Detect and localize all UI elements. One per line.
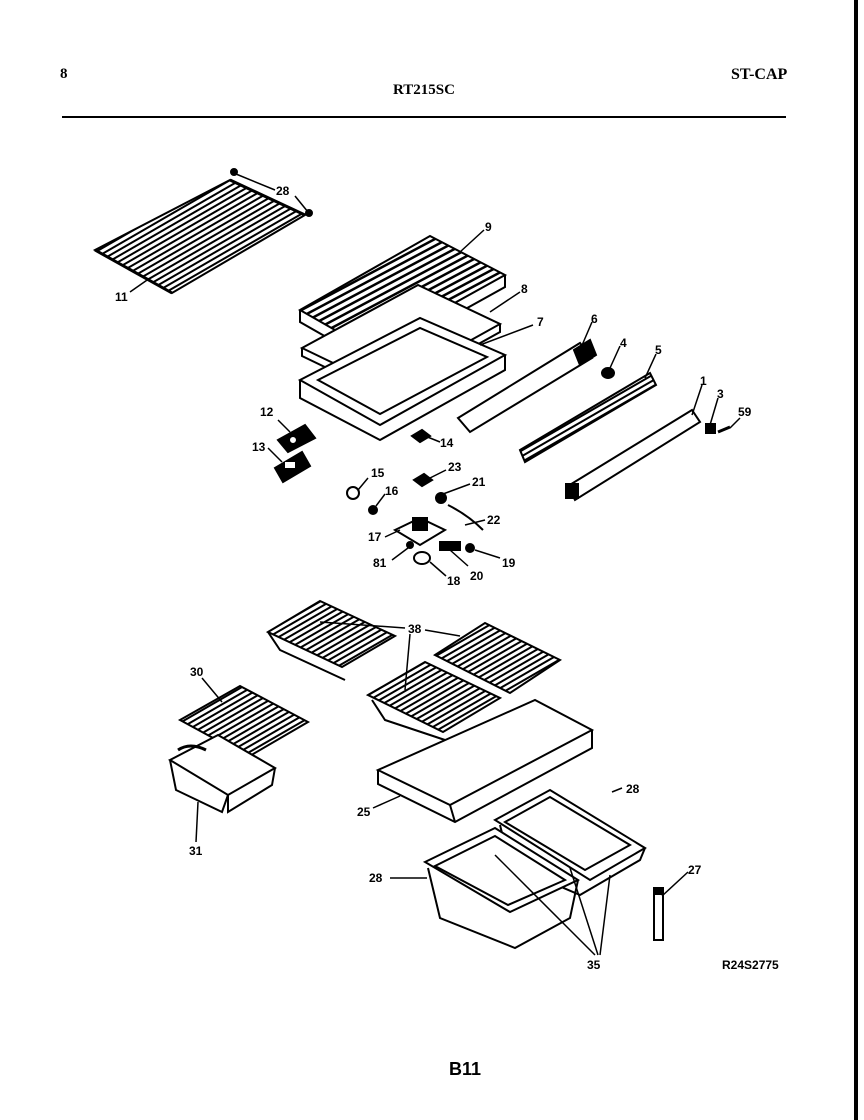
part-21 (435, 492, 447, 504)
label-7: 7 (537, 315, 544, 329)
pan-31 (167, 733, 278, 814)
label-15: 15 (371, 466, 385, 480)
label-25: 25 (357, 805, 371, 819)
label-4: 4 (620, 336, 627, 350)
rail-1 (565, 408, 702, 502)
part-labels: 28 11 9 8 7 6 4 5 1 3 59 12 13 14 15 16 … (115, 184, 752, 972)
label-8: 8 (521, 282, 528, 296)
housing-17 (392, 516, 448, 547)
label-59: 59 (738, 405, 752, 419)
part-16 (368, 505, 378, 515)
label-3: 3 (717, 387, 724, 401)
part-13 (273, 450, 312, 484)
label-22: 22 (487, 513, 501, 527)
label-38: 38 (408, 622, 422, 636)
label-28-right: 28 (626, 782, 640, 796)
shelf-38b (432, 621, 563, 695)
plate-number: B11 (449, 1059, 482, 1079)
rail-5 (518, 371, 658, 464)
drawing-reference-code: R24S2775 (722, 958, 779, 972)
rail-6 (456, 338, 598, 434)
shelf-38a (265, 599, 398, 681)
label-18: 18 (447, 574, 461, 588)
label-6: 6 (591, 312, 598, 326)
label-9: 9 (485, 220, 492, 234)
model-number: RT215SC (393, 82, 455, 98)
shelf-support-28 (230, 168, 238, 176)
label-1: 1 (700, 374, 707, 388)
wire-shelf-11 (92, 178, 308, 295)
crisper-drawer-28b (422, 826, 581, 950)
wire-22 (447, 504, 484, 531)
screw-59 (717, 425, 731, 434)
part-27 (653, 887, 664, 941)
part-14 (410, 428, 432, 444)
label-28-left: 28 (369, 871, 383, 885)
part-23 (412, 472, 434, 488)
label-31: 31 (189, 844, 203, 858)
label-20: 20 (470, 569, 484, 583)
label-21: 21 (472, 475, 486, 489)
label-27: 27 (688, 863, 702, 877)
part-20 (439, 541, 461, 551)
frame-7 (297, 316, 508, 442)
label-11: 11 (115, 290, 128, 304)
label-17: 17 (368, 530, 382, 544)
part-4 (601, 367, 615, 379)
label-23: 23 (448, 460, 462, 474)
crisper-cover-25 (375, 698, 595, 824)
label-5: 5 (655, 343, 662, 357)
page-number: 8 (60, 66, 68, 82)
screw-81 (406, 541, 414, 549)
label-19: 19 (502, 556, 516, 570)
part-3 (705, 423, 716, 434)
label-13: 13 (252, 440, 266, 454)
part-18 (413, 551, 431, 565)
label-16: 16 (385, 484, 399, 498)
label-35: 35 (587, 958, 601, 972)
part-12 (276, 423, 317, 454)
label-12: 12 (260, 405, 274, 419)
section-code: ST-CAP (731, 66, 788, 83)
label-28-top: 28 (276, 184, 290, 198)
leader-lines (129, 173, 741, 956)
part-19 (465, 543, 475, 553)
label-14: 14 (440, 436, 454, 450)
label-30: 30 (190, 665, 204, 679)
part-15 (346, 486, 360, 500)
page-frame-edge (854, 0, 858, 1120)
label-81: 81 (373, 556, 387, 570)
header-rule (62, 116, 786, 118)
